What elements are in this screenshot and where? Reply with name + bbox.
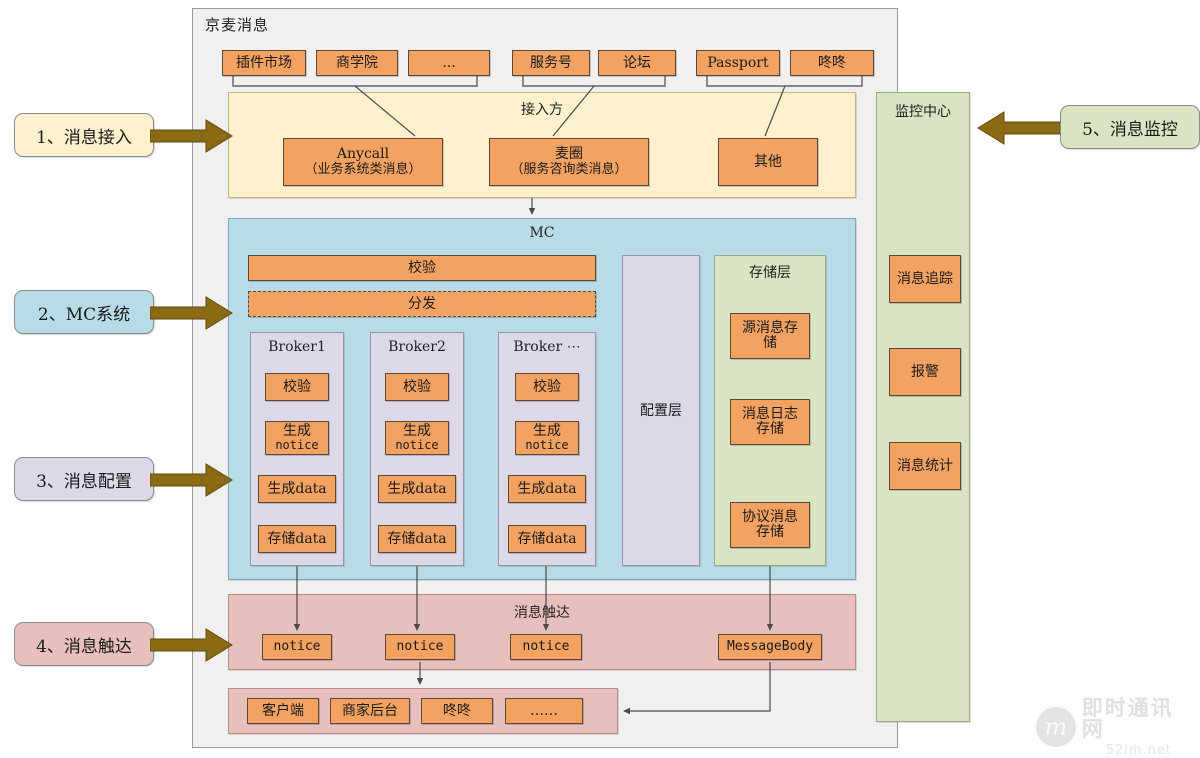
monitor-item-alarm[interactable]: 报警 [889, 348, 961, 396]
accept-box-anycall-sub: （业务系统类消息） [304, 161, 422, 177]
storage-item-message-log[interactable]: 消息日志 存储 [730, 399, 810, 445]
client-box-merchant-backend[interactable]: 商家后台 [330, 698, 410, 724]
watermark-site-name: 即时通讯网 [1081, 695, 1174, 741]
storage-item-message-log-line2: 存储 [756, 421, 784, 437]
broker2-step-store-data[interactable]: 存储data [378, 525, 456, 553]
accept-panel-title: 接入方 [521, 102, 563, 118]
source-box-forum[interactable]: 论坛 [598, 50, 676, 76]
storage-item-source-message[interactable]: 源消息存 储 [730, 313, 810, 359]
accept-box-maiquan-main: 麦圈 [555, 146, 583, 163]
accept-box-maiquan-sub: （服务咨询类消息） [510, 161, 628, 177]
mc-dispatch-bar[interactable]: 分发 [248, 291, 596, 317]
source-box-business-school[interactable]: 商学院 [316, 50, 398, 76]
mc-panel-title: MC [529, 225, 555, 241]
broker1-step-store-data[interactable]: 存储data [258, 525, 336, 553]
brokern-step-generate-notice-line2: notice [525, 438, 569, 453]
watermark: m 即时通讯网 52im.net [1036, 697, 1196, 757]
brokern-step-store-data[interactable]: 存储data [508, 525, 586, 553]
broker1-step-generate-notice[interactable]: 生成 notice [265, 421, 329, 455]
storage-item-protocol-message-line1: 协议消息 [742, 508, 798, 525]
accept-box-anycall-main: Anycall [336, 146, 390, 163]
block-arrow-5 [977, 111, 1060, 145]
source-box-ellipsis[interactable]: ... [408, 50, 490, 76]
broker2-step-generate-notice[interactable]: 生成 notice [385, 421, 449, 455]
broker2-step-generate-data[interactable]: 生成data [378, 475, 456, 503]
storage-item-protocol-message-line2: 存储 [756, 524, 784, 540]
broker1-step-generate-data[interactable]: 生成data [258, 475, 336, 503]
monitor-item-message-stats[interactable]: 消息统计 [889, 442, 961, 490]
broker1-step-verify[interactable]: 校验 [265, 373, 329, 401]
brokern-step-generate-data[interactable]: 生成data [508, 475, 586, 503]
reach-output-messagebody[interactable]: MessageBody [718, 634, 822, 660]
broker2-step-verify[interactable]: 校验 [385, 373, 449, 401]
brokern-step-verify[interactable]: 校验 [515, 373, 579, 401]
monitor-panel: 监控中心 [876, 92, 970, 722]
broker-panel-1-title: Broker1 [268, 339, 326, 355]
mc-verify-bar[interactable]: 校验 [248, 255, 596, 281]
broker-panel-2-title: Broker2 [388, 339, 446, 355]
accept-box-other[interactable]: 其他 [718, 138, 818, 186]
broker1-step-generate-notice-line1: 生成 [283, 423, 311, 440]
broker2-step-generate-notice-line2: notice [395, 438, 439, 453]
client-box-dongdong[interactable]: 咚咚 [421, 698, 493, 724]
callout-3-message-config[interactable]: 3、消息配置 [14, 457, 154, 501]
monitor-panel-title: 监控中心 [895, 104, 951, 120]
callout-5-message-monitor[interactable]: 5、消息监控 [1060, 105, 1200, 149]
broker2-step-generate-notice-line1: 生成 [403, 423, 431, 440]
storage-item-protocol-message[interactable]: 协议消息 存储 [730, 502, 810, 548]
diagram-title: 京麦消息 [205, 16, 270, 34]
config-layer-panel [622, 255, 700, 566]
storage-item-message-log-line1: 消息日志 [742, 405, 798, 422]
source-box-service-account[interactable]: 服务号 [512, 50, 590, 76]
storage-item-source-message-line2: 储 [763, 335, 777, 351]
watermark-logo-icon: m [1036, 707, 1076, 747]
brokern-step-generate-notice[interactable]: 生成 notice [515, 421, 579, 455]
callout-2-mc-system[interactable]: 2、MC系统 [14, 290, 154, 334]
client-box-client[interactable]: 客户端 [247, 698, 319, 724]
client-box-ellipsis[interactable]: …… [505, 698, 583, 724]
reach-output-notice-1[interactable]: notice [262, 634, 332, 660]
reach-panel-title: 消息触达 [514, 605, 570, 621]
monitor-item-message-trace[interactable]: 消息追踪 [889, 255, 961, 303]
storage-layer-title: 存储层 [749, 265, 791, 281]
storage-item-source-message-line1: 源消息存 [742, 319, 798, 336]
callout-4-message-reach[interactable]: 4、消息触达 [14, 622, 154, 666]
brokern-step-generate-notice-line1: 生成 [533, 423, 561, 440]
reach-output-notice-2[interactable]: notice [385, 634, 455, 660]
broker-panel-n-title: Broker ⋯ [513, 339, 581, 355]
source-box-plugin-market[interactable]: 插件市场 [222, 50, 306, 76]
watermark-site-url: 52im.net [1105, 742, 1173, 758]
broker1-step-generate-notice-line2: notice [275, 438, 319, 453]
reach-output-notice-3[interactable]: notice [510, 634, 582, 660]
callout-1-message-access[interactable]: 1、消息接入 [14, 113, 154, 157]
accept-box-other-main: 其他 [754, 153, 782, 170]
accept-box-maiquan[interactable]: 麦圈 （服务咨询类消息） [489, 138, 649, 186]
source-box-passport[interactable]: Passport [696, 50, 780, 76]
accept-box-anycall[interactable]: Anycall （业务系统类消息） [283, 138, 443, 186]
config-layer-title: 配置层 [640, 403, 682, 419]
source-box-dongdong[interactable]: 咚咚 [790, 50, 874, 76]
